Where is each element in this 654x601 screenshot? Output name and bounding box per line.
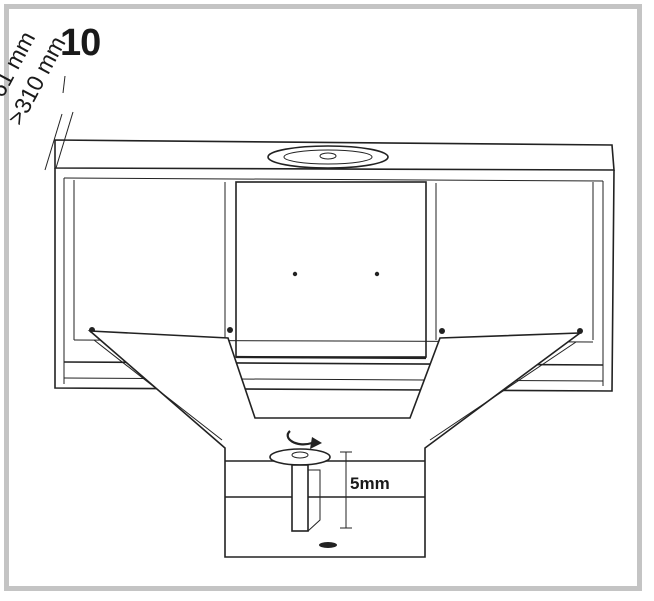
zoom-callout: [87, 330, 583, 558]
screw-gap-label: 5mm: [350, 474, 390, 493]
hood-canopy: [54, 139, 615, 171]
screw-detail: [225, 448, 425, 548]
rotation-arrow-icon: [286, 430, 322, 449]
clearance-dimension: [44, 75, 74, 171]
step-number: 10: [60, 22, 101, 64]
